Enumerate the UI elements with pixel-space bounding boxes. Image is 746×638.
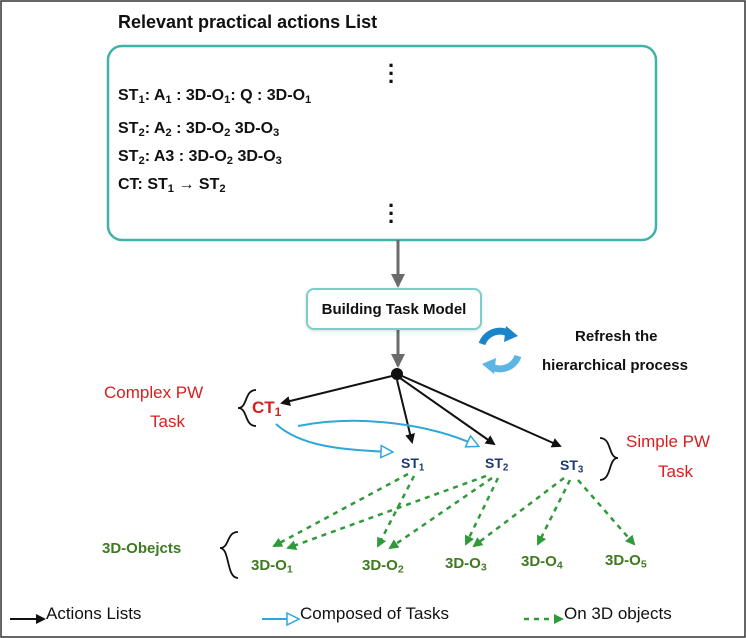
arrow-st3-to-o4 <box>536 479 572 546</box>
object-node-3: 3D-O3 <box>445 555 487 574</box>
ct1-node: CT1 <box>252 398 282 419</box>
list-line-3: ST2: A3 : 3D-O2 3D-O3 <box>118 148 282 167</box>
arrow-st2-to-o1 <box>286 474 487 550</box>
list-line-2: ST2: A2 : 3D-O2 3D-O3 <box>118 120 280 139</box>
list-line-1: ST1: A1 : 3D-O1: Q : 3D-O1 <box>118 87 312 106</box>
top-ellipsis-icon: ... <box>388 47 395 88</box>
arrow-ct1-to-st2 <box>297 419 478 446</box>
root-node <box>391 368 403 380</box>
bottom-ellipsis-icon: ... <box>388 187 395 228</box>
legend-composed-label: Composed of Tasks <box>300 604 449 623</box>
simple-brace <box>599 437 619 481</box>
arrow-st2-to-o3 <box>464 477 500 546</box>
complex-label-line2: Task <box>150 412 185 431</box>
arrow-st2-to-o2 <box>388 476 493 550</box>
refresh-label-line1: Refresh the <box>575 328 658 345</box>
refresh-icon <box>478 326 522 374</box>
objects-brace <box>219 531 239 579</box>
object-arrows <box>272 472 636 550</box>
objects-label: 3D-Obejcts <box>102 540 182 557</box>
object-node-4: 3D-O4 <box>521 553 563 572</box>
actions-list-box <box>106 44 658 242</box>
complex-label-line1: Complex PW <box>104 383 204 402</box>
refresh-label-line2: hierarchical process <box>542 357 688 374</box>
complex-brace <box>237 389 257 427</box>
object-node-5: 3D-O5 <box>605 552 647 571</box>
list-title: Relevant practical actions List <box>118 12 378 32</box>
simple-label-line1: Simple PW <box>626 432 711 451</box>
arrow-root-to-st2 <box>399 377 496 446</box>
legend-on3d-label: On 3D objects <box>564 604 672 623</box>
st3-node: ST3 <box>560 457 584 476</box>
list-line-4: CT: ST1 → ST2 <box>118 176 226 195</box>
arrow-st1-to-o2 <box>376 475 416 548</box>
st2-node: ST2 <box>485 455 509 474</box>
object-node-1: 3D-O1 <box>251 557 293 576</box>
arrow-st3-to-o3 <box>472 477 565 548</box>
building-task-model-box: Building Task Model <box>306 288 482 330</box>
arrow-st3-to-o5 <box>577 479 636 546</box>
arrow-root-to-ct1 <box>280 375 393 406</box>
arrow-root-to-st1 <box>396 379 415 444</box>
legend-actions-label: Actions Lists <box>46 604 142 623</box>
st1-node: ST1 <box>401 455 425 474</box>
arrow-ct1-to-st1 <box>275 423 392 452</box>
arrow-root-to-st3 <box>401 375 562 448</box>
simple-label-line2: Task <box>658 462 693 481</box>
object-node-2: 3D-O2 <box>362 557 404 576</box>
arrow-st1-to-o1 <box>272 472 409 548</box>
